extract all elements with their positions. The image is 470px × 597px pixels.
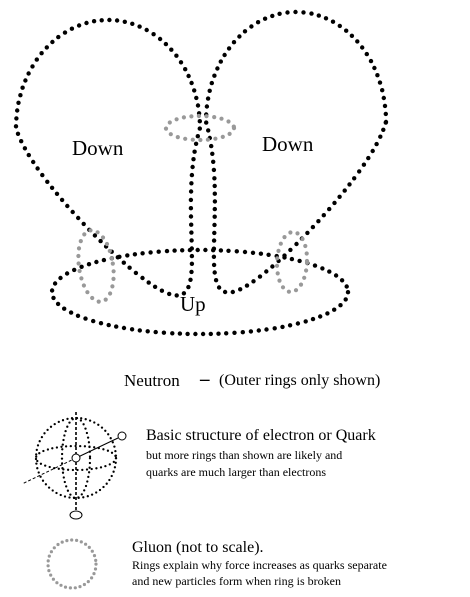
electron-legend-line-1: but more rings than shown are likely and: [146, 448, 343, 462]
gluon-rings: [76, 113, 310, 304]
up-quark-label: Up: [180, 292, 206, 316]
electron-tilt-line: [21, 457, 77, 485]
down-quark-label-left: Down: [72, 136, 124, 160]
gluon-ring-right: [274, 230, 310, 294]
quark-rings: [13, 9, 389, 337]
gluon-legend-heading: Gluon (not to scale).: [132, 539, 264, 556]
neutron-title: Neutron: [124, 371, 180, 390]
electron-legend-heading: Basic structure of electron or Quark: [146, 427, 376, 444]
caption-dash: –: [200, 369, 210, 390]
gluon-icon-ring: [46, 538, 98, 590]
gluon-legend-line-1: Rings explain why force increases as qua…: [132, 558, 387, 572]
gluon-ring-left: [76, 228, 116, 304]
electron-base-node: [69, 510, 83, 520]
gluon-ring-icon: [46, 538, 98, 590]
down-quark-ring-right: [204, 9, 389, 295]
gluon-ring-top: [163, 113, 237, 143]
gluon-legend-line-2: and new particles form when ring is brok…: [132, 574, 341, 588]
electron-orbit-node: [117, 431, 127, 441]
up-quark-ring: [49, 247, 351, 337]
neutron-note: (Outer rings only shown): [219, 372, 381, 389]
down-quark-ring-left: [13, 17, 202, 298]
electron-legend-line-2: quarks are much larger than electrons: [146, 465, 327, 479]
electron-core: [71, 453, 81, 463]
electron-spin-line: [75, 437, 119, 459]
electron-meridian-ring: [60, 416, 92, 499]
electron-equator-ring: [35, 444, 118, 472]
electron-structure-icon: [21, 412, 127, 520]
down-quark-label-right: Down: [262, 132, 314, 156]
